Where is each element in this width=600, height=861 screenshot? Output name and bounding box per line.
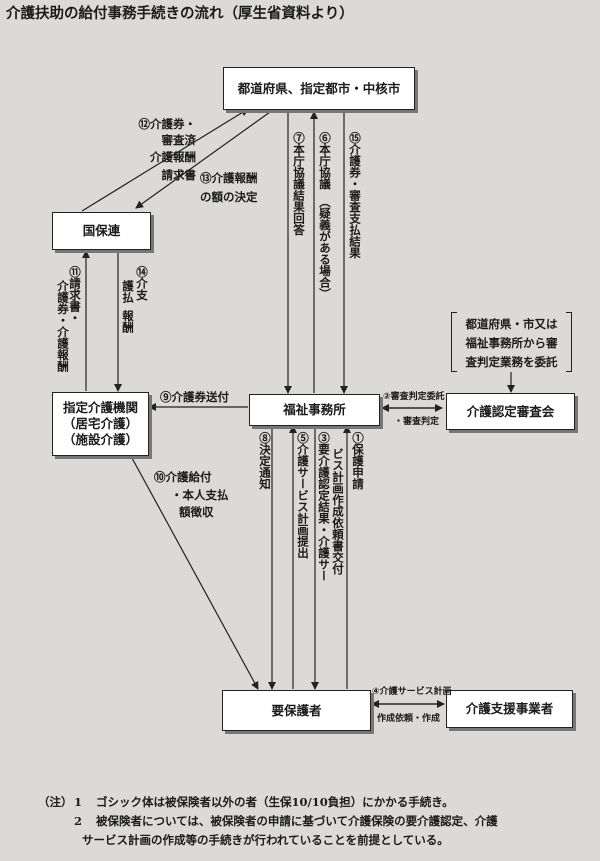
note-2-cont: サービス計画の作成等の手続きが行われていることを前提としている。 [82,833,449,847]
flow-label-7: ⑦本庁協議結果回答 [292,132,306,236]
note-1: ゴシック体は被保険者以外の者（生保10/10負担）にかかる手続き。 [96,795,454,809]
arrow-13 [135,111,271,209]
node-recipient: 要保護者 [222,690,371,731]
flow-label-8: ⑧決定通知 [258,432,272,490]
delegation-note: 都道府県・市又は 福祉事務所から審 査判定業務を委託 [451,312,572,372]
flow-label-11a: ⑪請求書・ [68,266,82,324]
node-prefecture: 都道府県、指定都市・中核市 [223,67,415,110]
page-title: 介護扶助の給付事務手続きの流れ（厚生省資料より） [6,6,354,22]
flow-label-14a: ⑭介支 [135,266,149,301]
flow-label-14b: 護払 [121,280,135,303]
flow-label-3b: ビス計画作成依頼書交付 [331,448,345,575]
flow-label-13: ⑬介護報酬 の額の決定 [200,171,258,204]
flow-label-10: ⑩介護給付 ・本人支払 額徴収 [154,470,229,519]
arrow-10 [119,435,259,690]
node-welfare-office: 福祉事務所 [249,394,380,426]
flow-label-14c: 報酬 [121,310,135,333]
footnotes: （注） 1 ゴシック体は被保険者以外の者（生保10/10負担）にかかる手続き。 … [38,793,598,850]
flow-label-11b: 介護券・介護報酬 [56,280,70,372]
flow-label-6a: ⑥本庁協議 [318,132,332,190]
flow-label-4a: ④介護サービス計画 [372,687,452,697]
note-2: 被保険者については、被保険者の申請に基づいて介護保険の要介護認定、介護 [96,814,498,828]
flow-label-1: ①保護申請 [351,432,365,490]
node-support-business: 介護支援事業者 [446,690,573,728]
flow-label-2a: ②審査判定委託 [383,392,445,402]
flow-label-15: ⑮介護券・審査支払結果 [348,132,362,259]
flow-label-6b: （疑義がある場合） [318,196,332,300]
flow-label-9: ⑨介護券送付 [160,390,229,404]
node-certification-board: 介護認定審査会 [446,393,575,430]
arrow-12 [81,108,249,212]
flow-label-12: ⑫介護券・ 審査済 介護報酬 請求書 [138,117,197,182]
flow-label-2b: ・審査判定 [394,417,440,427]
node-kokuhoren: 国保連 [52,212,151,250]
node-provider: 指定介護機関 （居宅介護） （施設介護） [52,392,149,456]
flow-label-3a: ③要介護認定結果・介護サー [317,432,331,582]
notes-label: （注） [38,795,73,809]
flow-label-5: ⑤介護サービス計画提出 [296,432,310,559]
flow-label-4b: 作成依頼・作成 [377,714,441,724]
